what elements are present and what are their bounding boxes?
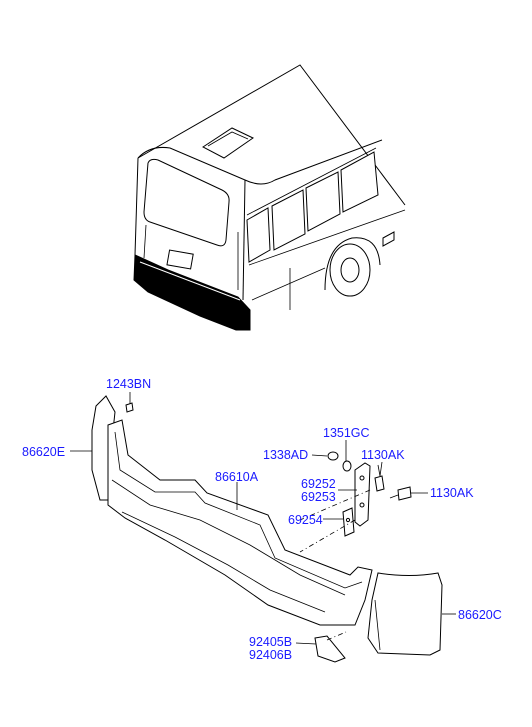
right-end-cap [367, 572, 443, 656]
van-illustration [133, 64, 406, 331]
label-92405B: 92405B [249, 635, 292, 649]
van-rear-left-edge [134, 157, 139, 256]
label-69252: 69252 [301, 477, 336, 491]
license-plate [166, 249, 194, 270]
side-window-1 [246, 207, 271, 263]
label-86620E: 86620E [22, 445, 65, 459]
label-86610A: 86610A [215, 470, 259, 484]
reflector [314, 635, 346, 663]
side-lower-line [251, 267, 326, 301]
wheel-hub [340, 257, 360, 283]
rear-window [143, 158, 230, 247]
washer-1351GC [342, 460, 352, 472]
bumper-assembly [91, 395, 443, 663]
part-labels: 1243BN 86620E 86610A 1351GC 1338AD 1130A… [22, 377, 502, 662]
bracket-hole-1 [359, 475, 365, 481]
bracket-hole-2 [359, 502, 365, 508]
assembly-line-3 [326, 631, 347, 641]
leader-1130AK-top [379, 461, 383, 477]
door-line-left [143, 224, 147, 259]
right-cap-inner [374, 599, 381, 651]
leader-lines [70, 392, 456, 645]
label-1351GC: 1351GC [323, 426, 370, 440]
assembly-line-2 [299, 489, 371, 521]
leader-92405B [295, 642, 317, 645]
label-92406B: 92406B [249, 648, 292, 662]
label-1130AK-top: 1130AK [361, 448, 405, 462]
label-69253: 69253 [301, 490, 336, 504]
bolt-1130AK-side [397, 486, 412, 501]
van-rear-bumper [133, 254, 251, 331]
bumper-upper-contour [114, 431, 363, 589]
label-69254: 69254 [288, 513, 323, 527]
side-window-2 [271, 189, 306, 251]
side-window-3 [305, 171, 341, 232]
main-bumper [107, 419, 373, 626]
nut-1338AD [327, 451, 339, 461]
bracket-69252 [354, 462, 371, 527]
label-1243BN: 1243BN [106, 377, 151, 391]
bolt-side-shank [389, 494, 399, 499]
label-1130AK-side: 1130AK [430, 486, 474, 500]
label-86620C: 86620C [458, 608, 502, 622]
bumper-mid-contour [111, 479, 346, 596]
bolt-1130AK-top [374, 475, 385, 492]
side-marker-lamp [382, 231, 395, 247]
leader-1338AD [311, 454, 328, 457]
bumper-lower-contour [121, 511, 326, 613]
van-rear-corner [242, 179, 246, 301]
bumper-highlight [139, 261, 241, 301]
roof-vent-inner [207, 131, 249, 147]
side-window-4 [340, 151, 379, 213]
side-body-line [248, 209, 406, 266]
plate-hole [345, 517, 351, 523]
roof-vent [202, 127, 254, 159]
window-top-line [246, 147, 377, 216]
label-1338AD: 1338AD [263, 448, 308, 462]
wheel-arch [324, 237, 381, 291]
bolt-top-shank [377, 464, 381, 477]
clip-1243BN [125, 402, 134, 413]
